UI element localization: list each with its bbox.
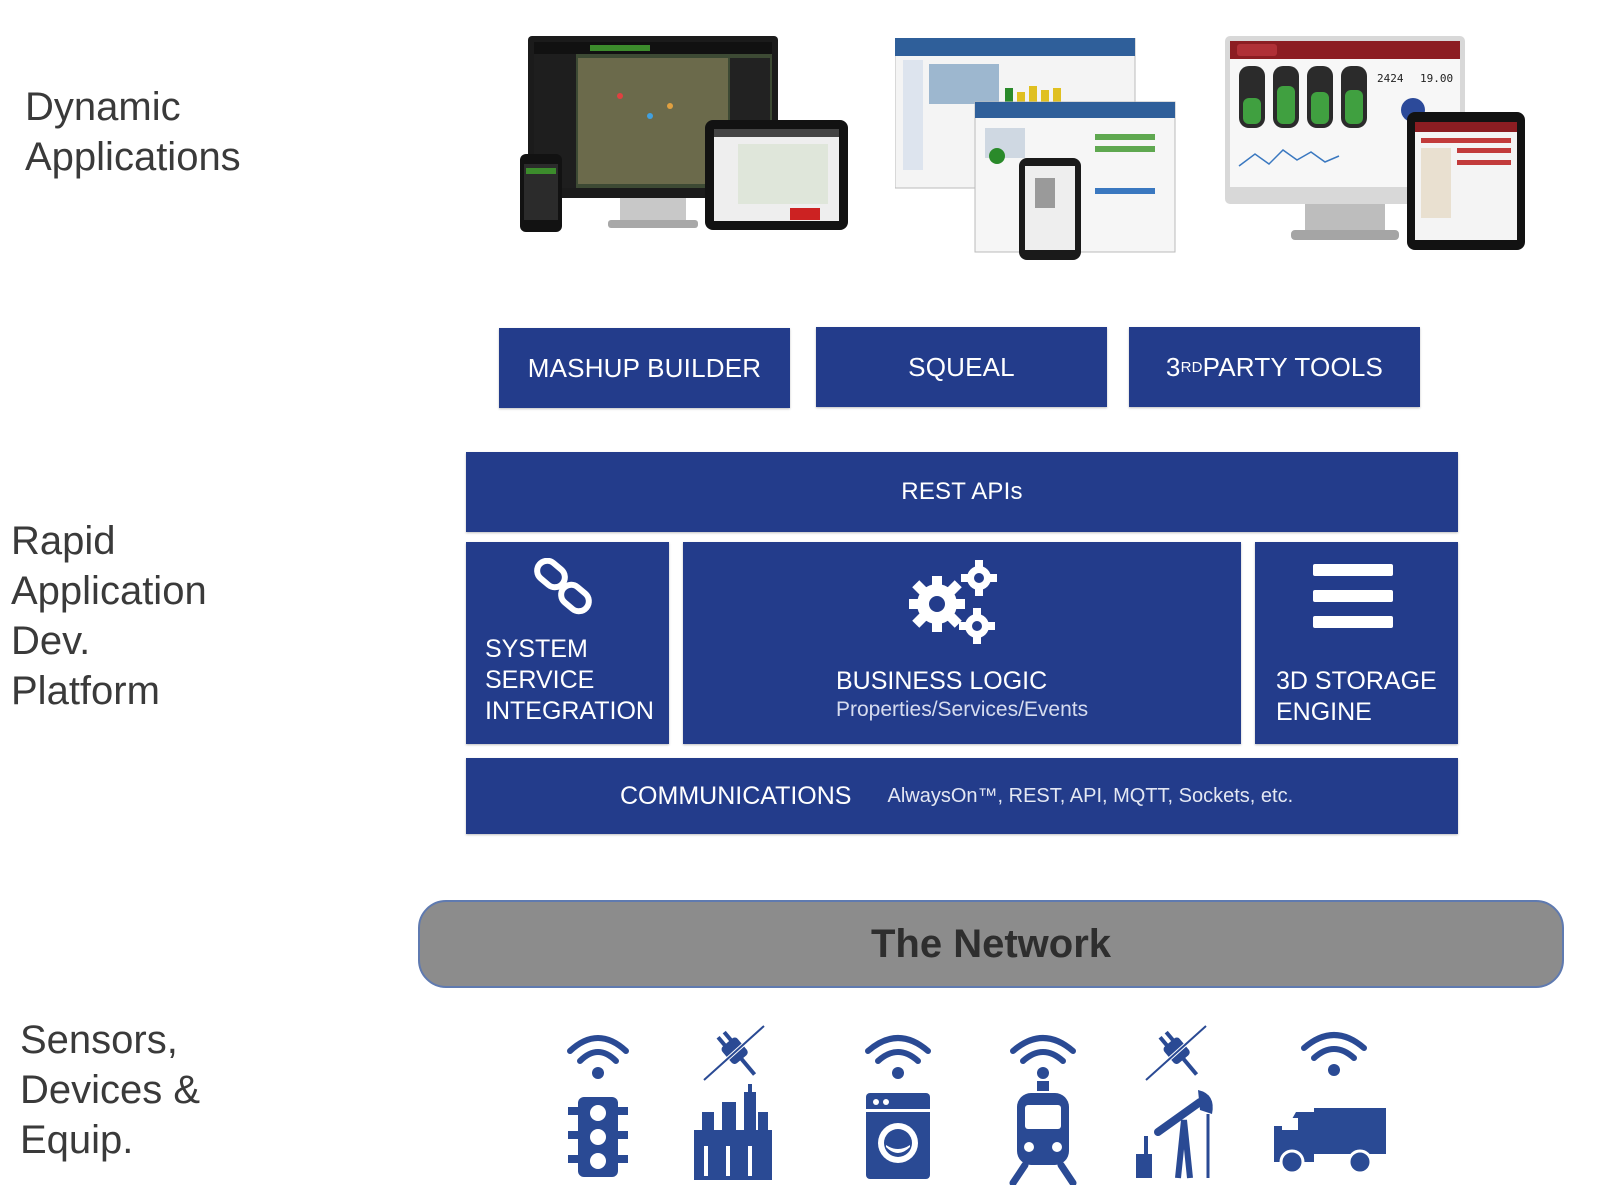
system-label: SYSTEM [485,635,588,663]
train-icon [1009,1035,1077,1185]
system-service-integration-box: SYSTEM SERVICE INTEGRATION [466,542,669,744]
business-logic-box: BUSINESS LOGIC Properties/Services/Event… [683,542,1241,744]
app-screenshot-dashboard [895,38,1176,260]
storage-layers-icon [1313,564,1393,628]
rest-apis-bar: REST APIs [466,452,1458,532]
communications-bar: COMMUNICATIONS AlwaysOn™, REST, API, MQT… [466,758,1458,834]
app-screenshot-gauges: 2424 19.00 [1225,36,1525,250]
squeal-box: SQUEAL [816,327,1107,407]
label-sensors-devices: Sensors, Devices & Equip. [20,1018,201,1162]
third-party-prefix: 3 [1165,351,1181,382]
label-dynamic-applications: Dynamic Applications [25,85,241,179]
storage-line1: 3D STORAGE [1276,667,1437,695]
business-logic-title: BUSINESS LOGIC [836,667,1048,695]
gauge-readout-2: 19.00 [1420,72,1453,85]
business-logic-subtitle: Properties/Services/Events [836,698,1089,721]
label-rapid-application-platform: Rapid Application Dev. Platform [11,519,207,713]
storage-line2: ENGINE [1276,698,1372,726]
truck-icon [1274,1032,1386,1174]
communications-title: COMMUNICATIONS [620,781,852,810]
service-label: SERVICE [485,666,595,694]
integration-label: INTEGRATION [485,697,654,725]
factory-icon [694,1025,772,1180]
traffic-light-icon [567,1035,629,1177]
third-party-label: PARTY TOOLS [1202,351,1384,382]
mashup-builder-box: MASHUP BUILDER [499,328,790,408]
storage-engine-box: 3D STORAGE ENGINE [1255,542,1458,744]
third-party-superscript: RD [1180,358,1203,376]
gears-icon [909,560,997,644]
app-screenshot-map [520,36,848,232]
chain-link-icon [534,558,592,615]
grouping-braces [280,0,360,1203]
network-bar: The Network [418,900,1564,988]
gauge-readout-1: 2424 [1377,72,1404,85]
washing-machine-icon [865,1035,931,1179]
communications-detail: AlwaysOn™, REST, API, MQTT, Sockets, etc… [887,784,1294,807]
oil-pump-icon [1136,1025,1213,1179]
